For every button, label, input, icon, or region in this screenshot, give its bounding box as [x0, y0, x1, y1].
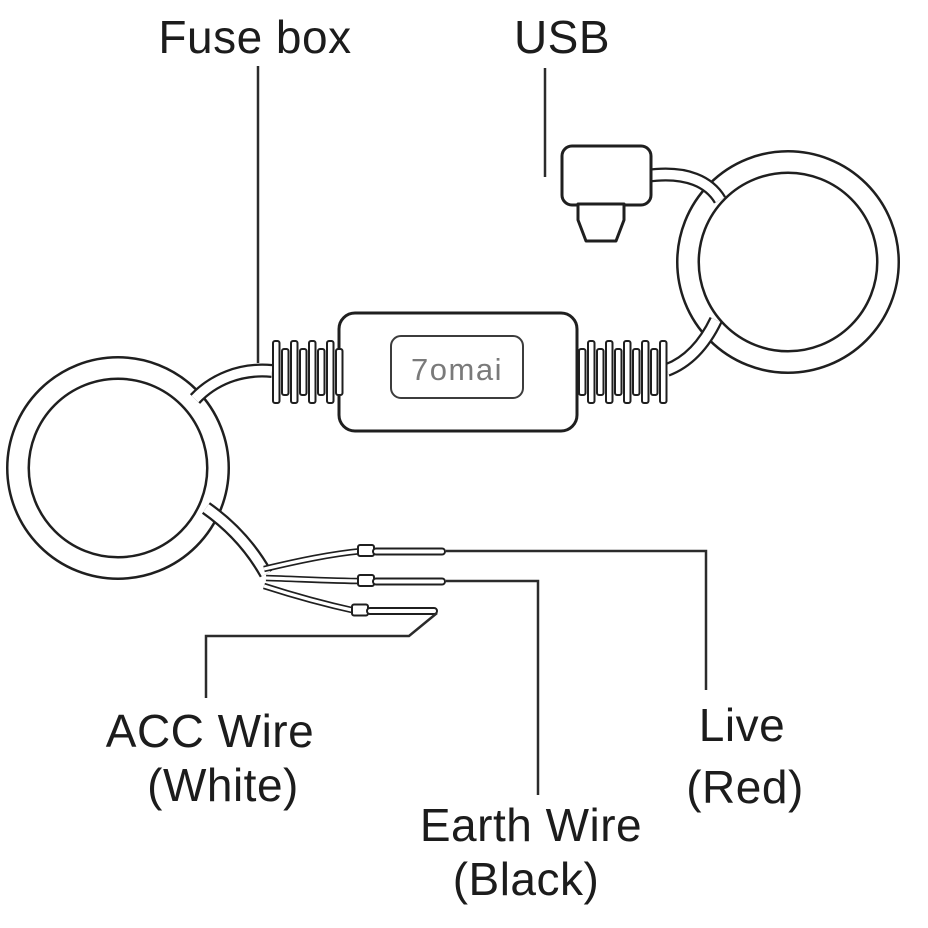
- earth-leader-line: [446, 579, 540, 795]
- live-leader-line: [446, 549, 708, 690]
- fuse-box-label: Fuse box: [158, 11, 352, 63]
- live-wire-label-line2: (Red): [686, 761, 804, 813]
- live-wire-label-line1: Live: [698, 699, 786, 751]
- usb-plug: [576, 202, 626, 243]
- logo-plate: [390, 335, 524, 399]
- right-strain-relief: [578, 340, 668, 404]
- usb-connector: [560, 144, 653, 243]
- earth-wire-label-line2: (Black): [452, 853, 600, 905]
- brand-logo-text: 7omai: [411, 352, 503, 387]
- earth-wire-label-line1: Earth Wire: [419, 799, 643, 851]
- usb-label: USB: [513, 11, 611, 63]
- acc-leader-line: [204, 612, 438, 698]
- live-terminal-pin: [372, 547, 446, 556]
- acc-terminal-pin: [366, 607, 438, 615]
- left-cable-coil: [6, 356, 230, 580]
- wire-terminals: [351, 544, 446, 617]
- power-cable: [189, 363, 273, 578]
- acc-terminal-ferrule: [351, 603, 369, 617]
- earth-terminal-ferrule: [357, 574, 375, 587]
- usb-connector-body: [560, 144, 653, 207]
- left-strain-relief: [272, 340, 344, 404]
- acc-wire-label-line1: ACC Wire: [105, 705, 315, 757]
- bare-wires: [263, 547, 363, 615]
- usb-cable: [645, 167, 727, 377]
- leader-lines: [204, 66, 708, 795]
- live-terminal-ferrule: [357, 544, 375, 557]
- earth-terminal-pin: [372, 577, 446, 586]
- right-cable-coil: [676, 150, 900, 374]
- acc-wire-label-line2: (White): [147, 759, 299, 811]
